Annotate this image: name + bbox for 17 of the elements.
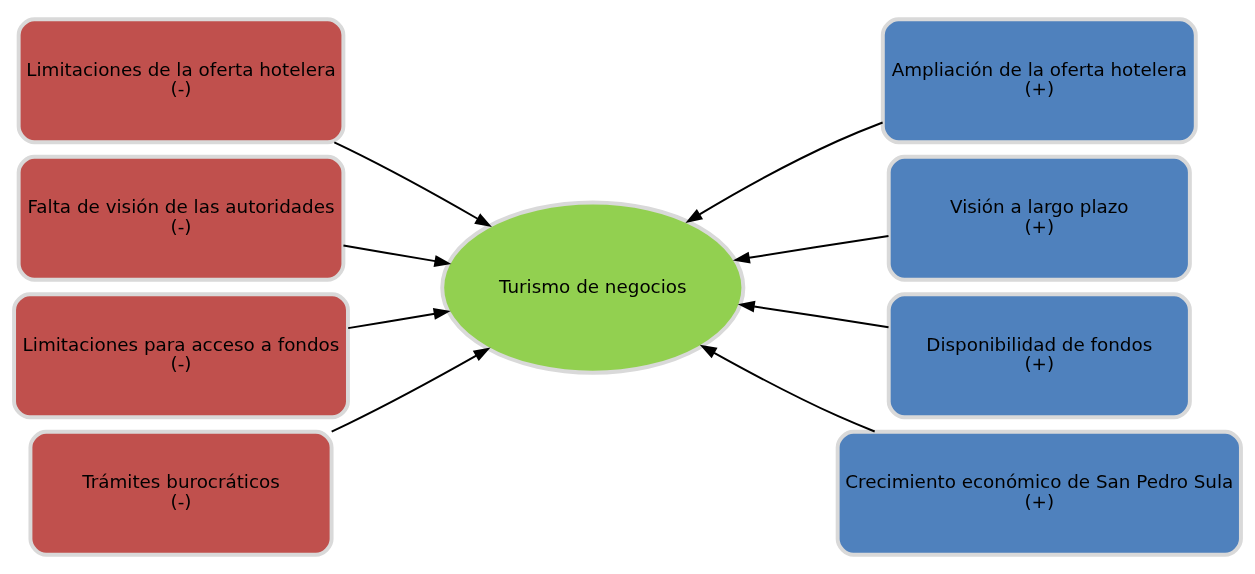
node-box: Falta de visión de las autoridades (-) xyxy=(16,154,346,282)
node-ellipse: Turismo de negocios xyxy=(440,200,746,375)
node-box: Ampliación de la oferta hotelera (+) xyxy=(880,17,1198,145)
arrow xyxy=(330,347,491,433)
node-box: Limitaciones para acceso a fondos (-) xyxy=(12,292,350,420)
node-box: Visión a largo plazo (+) xyxy=(886,154,1192,282)
arrow xyxy=(342,244,452,267)
arrow xyxy=(732,235,890,264)
node-box: Crecimiento económico de San Pedro Sula (+) xyxy=(835,429,1243,557)
arrow xyxy=(347,308,451,330)
arrow xyxy=(737,300,890,329)
node-box: Trámites burocráticos (-) xyxy=(28,429,334,557)
arrow xyxy=(333,141,492,228)
node-box: Limitaciones de la oferta hotelera (-) xyxy=(16,17,346,145)
arrow xyxy=(699,344,876,433)
node-box: Disponibilidad de fondos (+) xyxy=(886,292,1192,420)
arrow xyxy=(685,121,884,224)
